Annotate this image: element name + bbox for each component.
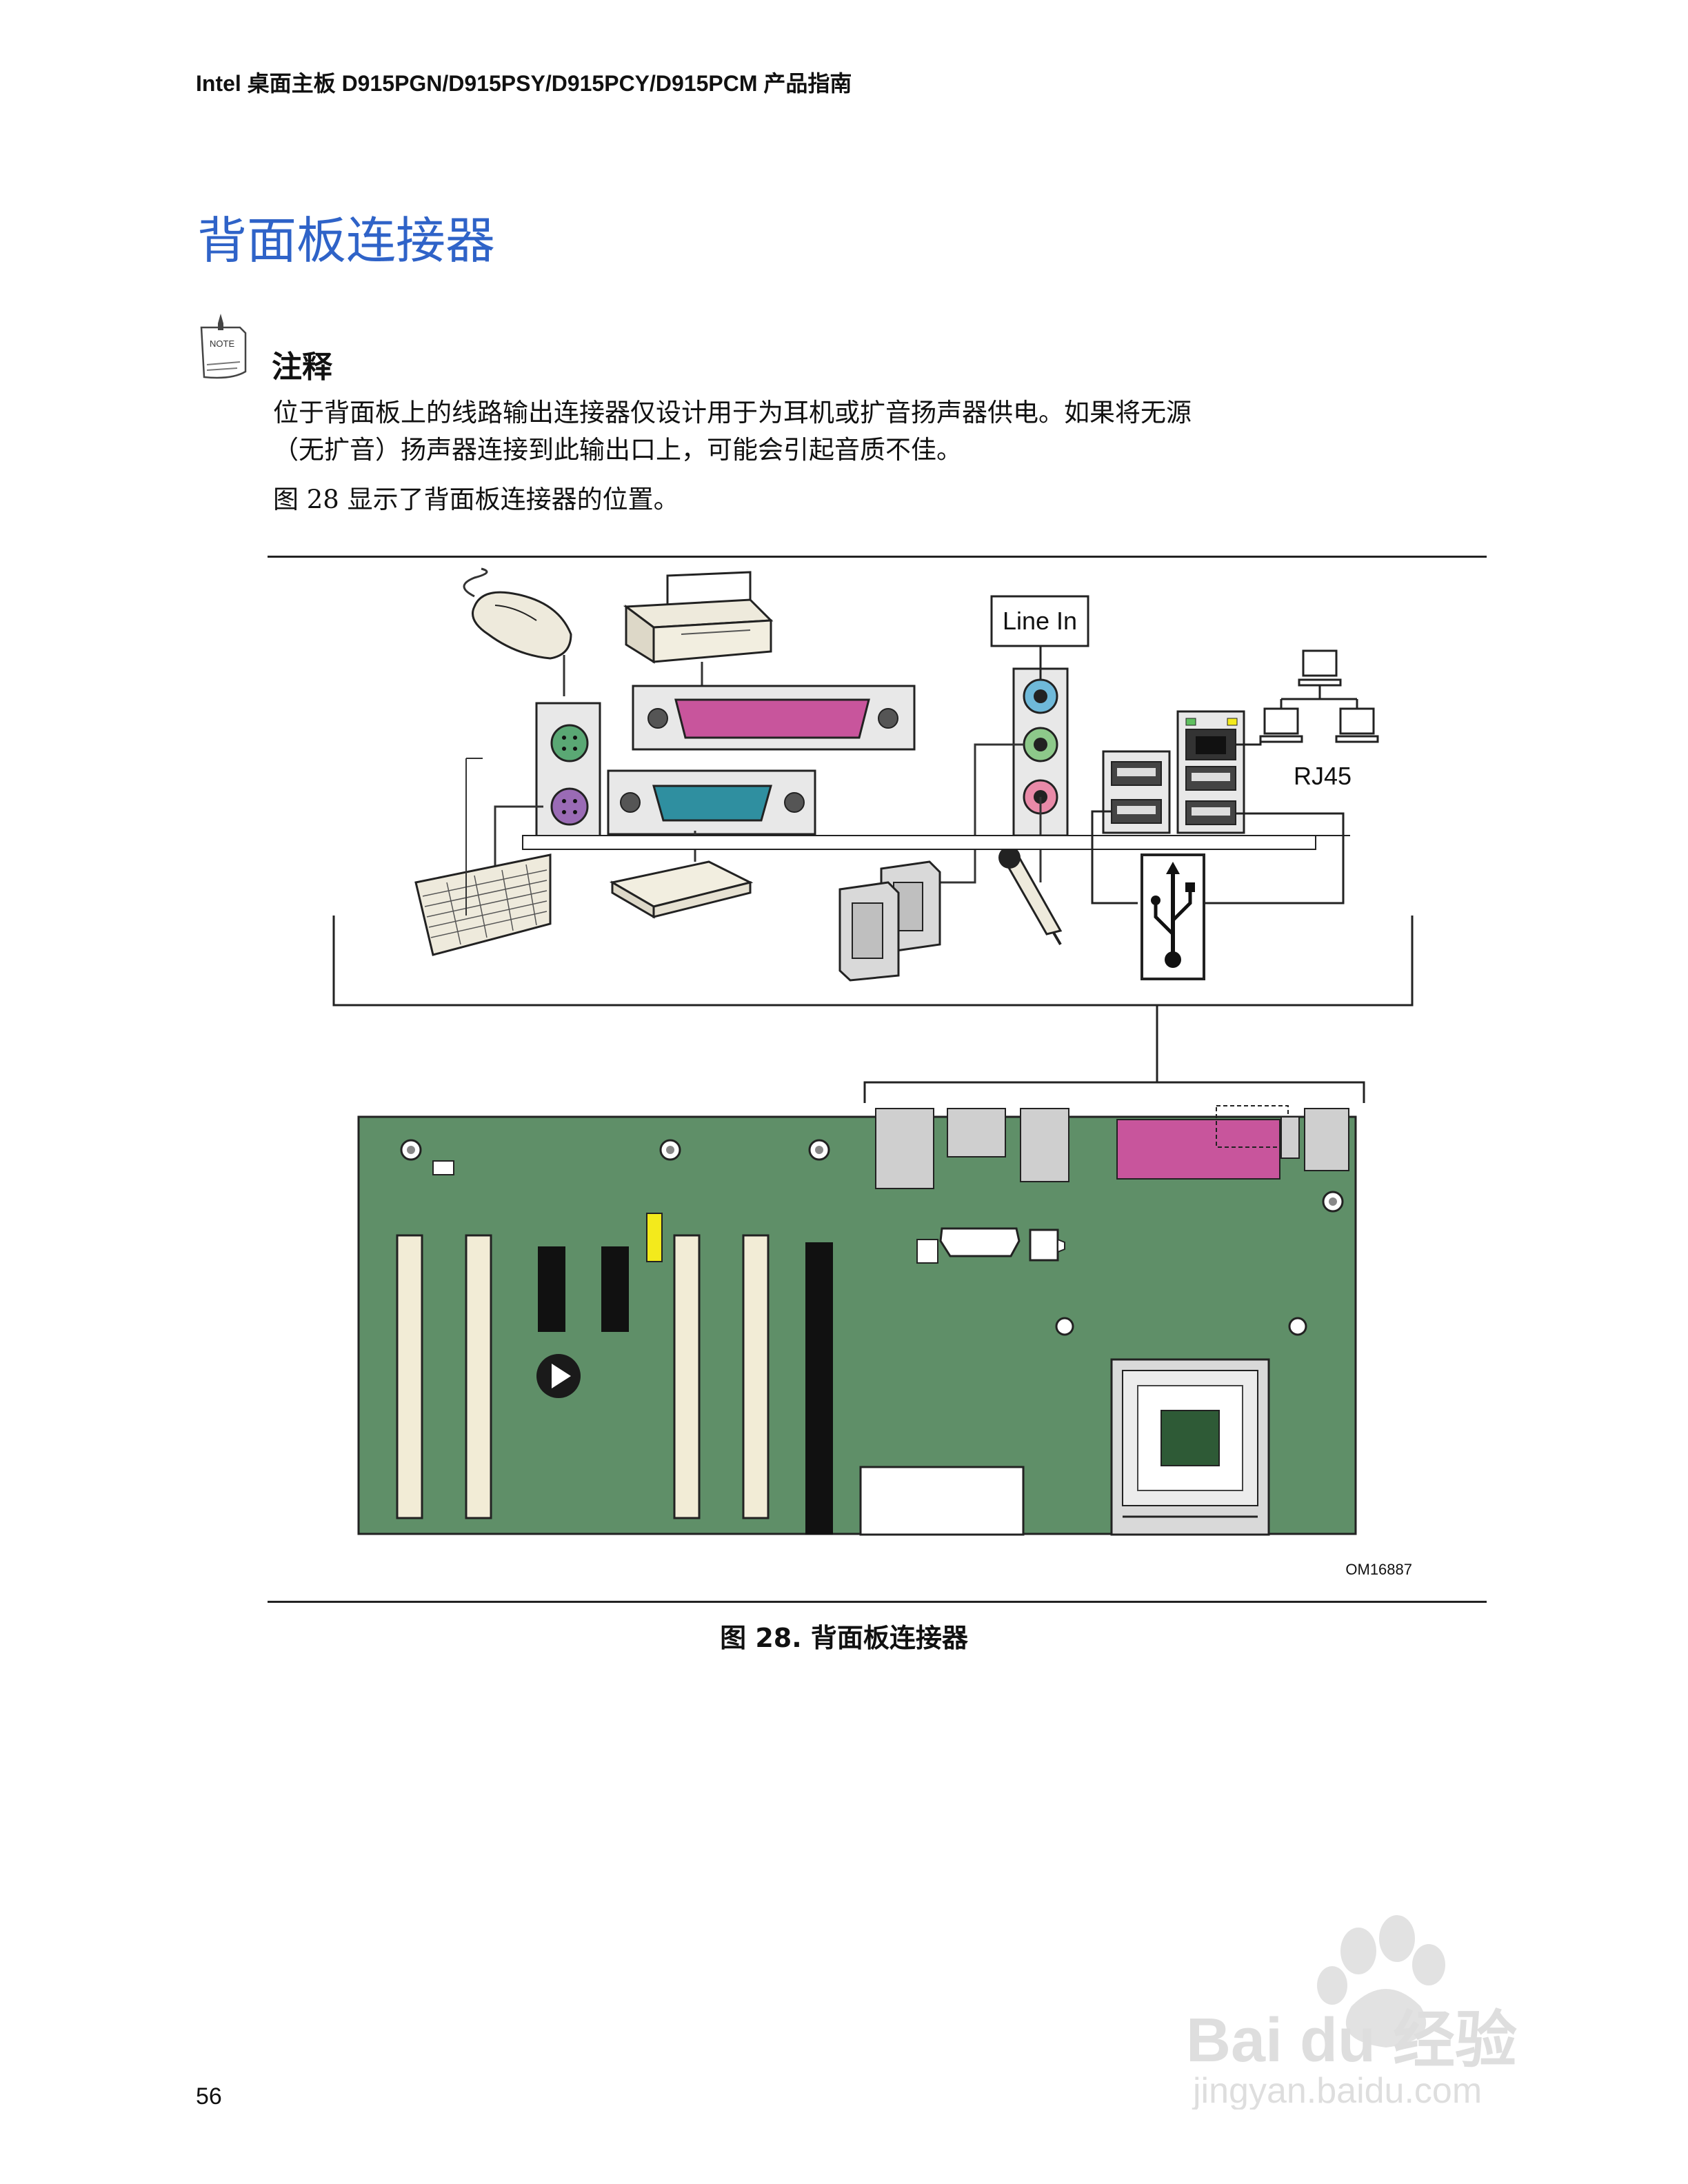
lan-usb-stack — [1176, 710, 1245, 834]
back-panel-figure: Line In — [332, 567, 1414, 1578]
note-icon-label: NOTE — [210, 338, 234, 349]
ps2-keyboard-port — [550, 787, 589, 826]
running-header: Intel 桌面主板 D915PGN/D915PSY/D915PCY/D915P… — [196, 71, 852, 96]
printer-illustration — [623, 571, 774, 664]
ps2-ports — [535, 702, 601, 840]
usb-icon — [1141, 853, 1205, 980]
line-in-callout: Line In — [990, 595, 1089, 680]
figure-top-rule — [268, 556, 1487, 558]
note-heading: 注释 — [272, 350, 332, 385]
section-title: 背面板连接器 — [197, 212, 496, 270]
serial-port — [607, 769, 816, 836]
figure-bottom-rule — [268, 1601, 1487, 1603]
watermark-url: jingyan.baidu.com — [1192, 2071, 1482, 2110]
usb-ports-left — [1102, 750, 1171, 834]
note-body: 位于背面板上的线路输出连接器仅设计用于为耳机或扩音扬声器供电。如果将无源 （无扩… — [273, 394, 1376, 469]
rj45-label: RJ45 — [1294, 762, 1352, 790]
figure-caption: 图 28. 背面板连接器 — [720, 1623, 968, 1653]
note-body-line-1: 位于背面板上的线路输出连接器仅设计用于为耳机或扩音扬声器供电。如果将无源 — [273, 398, 1192, 427]
modem-illustration — [609, 860, 754, 919]
note-body-line-2: （无扩音）扬声器连接到此输出口上，可能会引起音质不佳。 — [273, 435, 962, 465]
parallel-port — [632, 685, 916, 751]
motherboard-illustration — [357, 1105, 1357, 1536]
baidu-watermark-logo: Bai du 经验 jingyan.baidu.com — [1186, 1915, 1517, 2110]
watermark-brand: Bai du 经验 — [1186, 2006, 1517, 2075]
keyboard-illustration — [414, 853, 552, 956]
figure-id: OM16887 — [1345, 1561, 1412, 1578]
speakers-illustration — [838, 860, 941, 982]
intro-paragraph: 图 28 显示了背面板连接器的位置。 — [273, 485, 679, 514]
page-number: 56 — [196, 2083, 222, 2110]
mouse-illustration — [463, 567, 572, 696]
note-icon: NOTE — [200, 314, 247, 379]
line-in-label: Line In — [1003, 607, 1077, 635]
board-parallel-header — [1116, 1119, 1280, 1180]
network-icon — [1259, 649, 1379, 743]
ps2-mouse-port — [550, 724, 589, 762]
